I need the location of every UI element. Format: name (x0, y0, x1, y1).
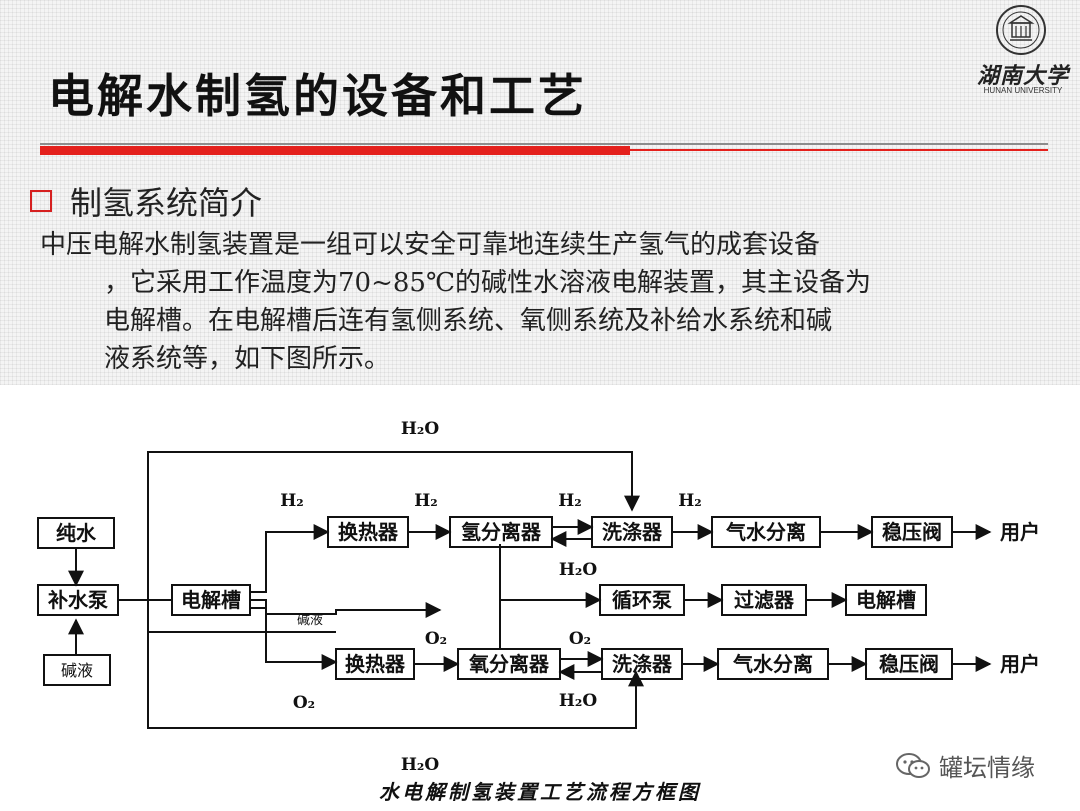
diagram-caption: 水电解制氢装置工艺流程方框图 (379, 780, 701, 804)
square-bullet-icon (30, 190, 52, 212)
label-h2o-bottom: H₂O (401, 755, 440, 775)
label-h2o-top: H₂O (401, 419, 440, 439)
box-o2-regulator (865, 648, 953, 680)
box-electrolyzer (171, 584, 251, 616)
box-o2-gas-water-sep (717, 648, 829, 680)
watermark-text: 罐坛情缘 (939, 754, 1035, 782)
label-filter: 过滤器 (734, 588, 795, 612)
label-alkali-line: 碱液 (297, 613, 323, 628)
flow-lines (68, 451, 992, 729)
logo-script-text: 湖南大学 (976, 63, 1069, 89)
label-o2-c: O₂ (293, 693, 315, 713)
label-h2-regulator: 稳压阀 (882, 520, 942, 544)
title-divider-red (40, 146, 630, 155)
box-alkali-in (43, 654, 111, 686)
label-o2-a: O₂ (425, 629, 447, 649)
label-user-o2: 用户 (1000, 652, 1040, 676)
box-h2-regulator (871, 516, 953, 548)
box-o2-scrubber (601, 648, 683, 680)
title-divider-gray (40, 143, 1048, 145)
label-user-h2: 用户 (1000, 520, 1040, 544)
paragraph-line: 中压电解水制氢装置是一组可以安全可靠地连续生产氢气的成套设备 (40, 230, 821, 260)
label-h2-d: H₂ (678, 491, 702, 511)
box-circ-pump (599, 584, 685, 616)
box-h2-heat-exchanger (327, 516, 409, 548)
label-h2-c: H₂ (558, 491, 582, 511)
label-h2o-mid: H₂O (559, 560, 598, 580)
box-o2-heat-exchanger (335, 648, 415, 680)
label-pure-water: 纯水 (56, 521, 97, 545)
box-labels: 纯水 补水泵 碱液 电解槽 换热器 氢分离器 洗涤器 气水分离 稳压阀 循环泵 … (47, 520, 942, 680)
wechat-icon (896, 752, 930, 778)
paragraph-line: ，它采用工作温度为70~85℃的碱性水溶液电解装置，其主设备为 (104, 268, 872, 298)
process-flow-diagram: 纯水 补水泵 碱液 电解槽 换热器 氢分离器 洗涤器 气水分离 稳压阀 循环泵 … (37, 419, 1040, 775)
logo-english-text: HUNAN UNIVERSITY (983, 86, 1063, 95)
label-o2-heat-exchanger: 换热器 (345, 652, 406, 676)
flow-labels: H₂O H₂ H₂ H₂ H₂ H₂O 碱液 O₂ O₂ O₂ H₂O H₂O … (280, 419, 1040, 775)
paragraph-line: 电解槽。在电解槽后连有氢侧系统、氧侧系统及补给水系统和碱 (104, 306, 833, 336)
box-o2-separator (457, 648, 561, 680)
label-h2-b: H₂ (414, 491, 438, 511)
label-h2o-lower: H₂O (559, 691, 598, 711)
box-pure-water (37, 517, 115, 549)
label-h2-separator: 氢分离器 (461, 520, 542, 544)
label-h2-gas-water-sep: 气水分离 (725, 520, 806, 544)
section-heading: 制氢系统简介 (70, 184, 263, 222)
page-title: 电解水制氢的设备和工艺 (48, 69, 587, 123)
label-o2-scrubber: 洗涤器 (612, 652, 673, 676)
university-seal-icon (996, 5, 1046, 55)
box-h2-scrubber (591, 516, 673, 548)
diagram-boxes (37, 516, 953, 686)
label-h2-a: H₂ (280, 491, 304, 511)
title-divider-red-thin (630, 149, 1048, 151)
label-o2-b: O₂ (569, 629, 591, 649)
label-o2-gas-water-sep: 气水分离 (732, 652, 813, 676)
university-logo: 湖南大学 HUNAN UNIVERSITY (975, 4, 1071, 100)
label-makeup-pump: 补水泵 (47, 588, 108, 612)
label-electrolyzer-return: 电解槽 (856, 588, 916, 612)
box-electrolyzer-return (845, 584, 927, 616)
label-alkali-in: 碱液 (61, 661, 93, 680)
label-h2-heat-exchanger: 换热器 (338, 520, 399, 544)
label-h2-scrubber: 洗涤器 (602, 520, 663, 544)
box-filter (721, 584, 807, 616)
section-bullet: 制氢系统简介 (30, 180, 262, 222)
label-o2-separator: 氧分离器 (468, 652, 550, 676)
intro-paragraph: 中压电解水制氢装置是一组可以安全可靠地连续生产氢气的成套设备 ，它采用工作温度为… (40, 226, 1040, 378)
content-background (0, 0, 1080, 385)
label-o2-regulator: 稳压阀 (879, 652, 939, 676)
paragraph-line: 液系统等，如下图所示。 (104, 344, 391, 374)
box-makeup-pump (37, 584, 119, 616)
box-h2-gas-water-sep (711, 516, 821, 548)
label-circ-pump: 循环泵 (612, 588, 672, 612)
wechat-watermark: 罐坛情缘 (895, 748, 1035, 783)
box-h2-separator (449, 516, 553, 548)
label-electrolyzer: 电解槽 (181, 588, 241, 612)
